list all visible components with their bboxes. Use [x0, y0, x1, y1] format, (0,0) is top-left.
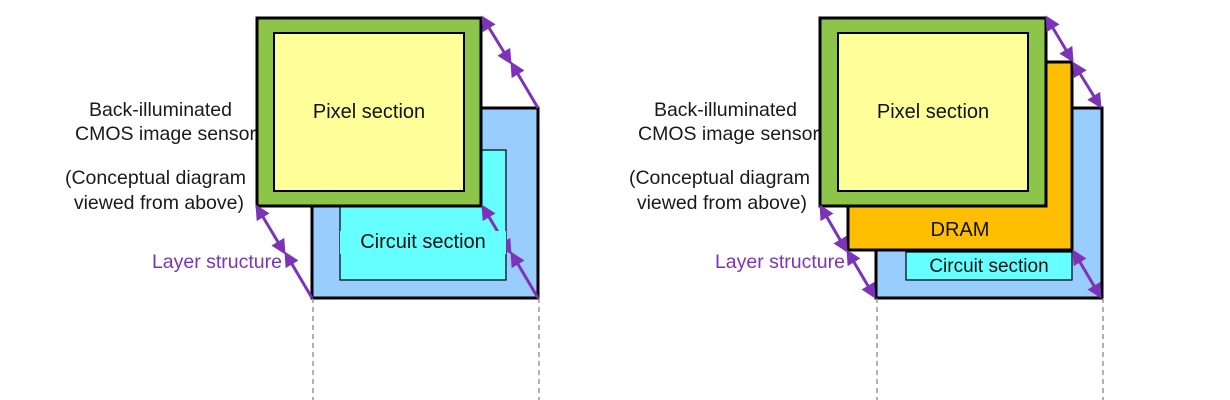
right-pixel-section: [837, 32, 1029, 192]
left-arrow-mid-right-2: [510, 251, 540, 299]
left-stack: [255, 16, 540, 400]
left-arrow-left: [255, 204, 286, 255]
left-layer-structure-label: Layer structure: [151, 251, 282, 273]
right-circuit-label: Circuit section: [929, 256, 1049, 277]
left-layer-arrows: [255, 15, 540, 299]
right-arrow-top-1: [1045, 15, 1074, 63]
left-note-line2: viewed from above): [73, 192, 244, 214]
right-layer-arrows: [819, 15, 1102, 299]
left-circuit-label: Circuit section: [340, 231, 506, 254]
left-pixel-label: Pixel section: [312, 101, 426, 123]
right-stack: [818, 16, 1104, 400]
right-arrow-top-2: [1072, 61, 1102, 109]
right-caption-line2: CMOS image sensor: [638, 123, 819, 145]
right-caption-line1: Back-illuminated: [653, 99, 797, 121]
right-circuit-chip: [905, 251, 1073, 281]
left-caption-line1: Back-illuminated: [88, 99, 232, 121]
right-arrow-left-1: [819, 204, 848, 253]
right-note-line2: viewed from above): [636, 192, 807, 214]
right-layer-structure-label: Layer structure: [714, 251, 845, 273]
left-arrow-top-right: [481, 15, 512, 65]
right-dram-label: DRAM: [930, 219, 990, 241]
left-note-line1: (Conceptual diagram: [64, 167, 246, 189]
left-pixel-section: [273, 32, 465, 192]
left-arrow-left-2: [284, 251, 314, 299]
right-arrow-left-2: [846, 249, 876, 299]
right-pixel-label: Pixel section: [876, 101, 990, 123]
left-arrow-top-right-2: [510, 61, 540, 109]
right-note-line1: (Conceptual diagram: [628, 167, 810, 189]
right-arrow-mid-1: [1072, 249, 1102, 299]
left-caption-line2: CMOS image sensor: [75, 123, 256, 145]
